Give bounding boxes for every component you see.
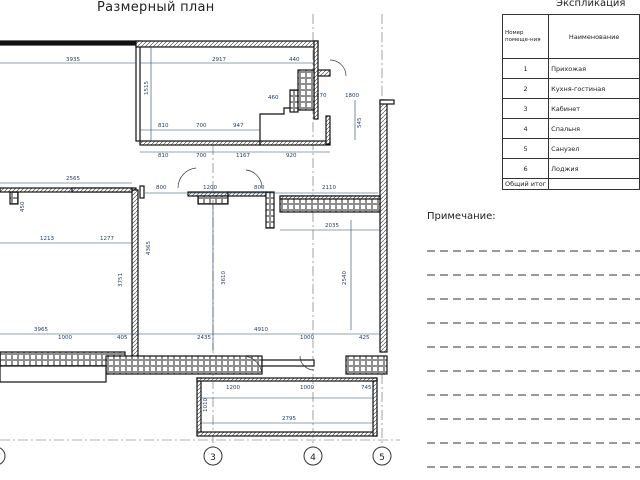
explication-title: Экспликация (556, 0, 626, 9)
dim-label: 810 (158, 123, 169, 129)
dim-label: 1515 (144, 81, 150, 95)
dim-label: 2110 (322, 185, 336, 191)
axis-markers (0, 446, 392, 466)
dim-label: 4365 (146, 241, 152, 255)
total-label: Общий итог (501, 178, 550, 190)
axis-marker-4 (303, 446, 323, 466)
dim-label: 1010 (203, 398, 209, 412)
notes-title: Примечание: (427, 211, 496, 222)
dim-label: 2435 (197, 335, 211, 341)
dim-label: 4910 (254, 327, 268, 333)
explication-header-row: Номер помеще-ния Наименование (501, 14, 640, 59)
dim-label: 2035 (325, 223, 339, 229)
dim-label: 1277 (100, 236, 114, 242)
dim-label: 700 (196, 153, 207, 159)
dim-label: 745 (361, 385, 372, 391)
dim-label: 1000 (300, 385, 314, 391)
dim-label: 3610 (221, 271, 227, 285)
dim-label: 3965 (34, 327, 48, 333)
dim-label: 1200 (226, 385, 240, 391)
dim-label: 1213 (40, 236, 54, 242)
dim-label: 425 (359, 335, 370, 341)
dim-label: 450 (20, 201, 26, 212)
header-room-number: Номер помеще-ния (501, 14, 550, 59)
dim-label: 2565 (66, 176, 80, 182)
dim-label: 2795 (282, 416, 296, 422)
dim-label: 405 (117, 335, 128, 341)
dim-label: 2540 (342, 271, 348, 285)
dim-label: 1000 (58, 335, 72, 341)
dim-label: 1200 (203, 185, 217, 191)
dim-label: 947 (233, 123, 244, 129)
door-swings (177, 59, 347, 375)
room-name: Санузел (548, 138, 640, 159)
dim-label: 1167 (236, 153, 250, 159)
dim-label: 700 (196, 123, 207, 129)
dim-label: 2917 (212, 57, 226, 63)
dim-label: 460 (268, 95, 279, 101)
dimension-lines (0, 47, 380, 424)
dim-label: 1000 (300, 335, 314, 341)
dim-label: 810 (158, 153, 169, 159)
axis-label-4: 4 (310, 453, 316, 463)
dimension-labels: 3935 2917 440 460 270 1800 1515 545 810 … (20, 57, 372, 422)
axis-label-3: 3 (210, 453, 216, 463)
axis-label-5: 5 (379, 453, 385, 463)
walls (0, 40, 395, 437)
dim-label: 3935 (66, 57, 80, 63)
dim-label: 545 (357, 117, 363, 128)
dim-label: 800 (254, 185, 265, 191)
total-row: Общий итог (501, 178, 640, 190)
dim-label: 3751 (118, 273, 124, 287)
dim-label: 1800 (345, 93, 359, 99)
plan-title: Размерный план (97, 0, 215, 15)
dim-label: 270 (316, 93, 327, 99)
axis-marker-5 (372, 446, 392, 466)
dim-label: 800 (156, 185, 167, 191)
header-room-name: Наименование (548, 14, 640, 59)
dim-label: 440 (289, 57, 300, 63)
note-lines (427, 250, 640, 468)
dim-label: 920 (286, 153, 297, 159)
axis-marker-3 (203, 446, 223, 466)
